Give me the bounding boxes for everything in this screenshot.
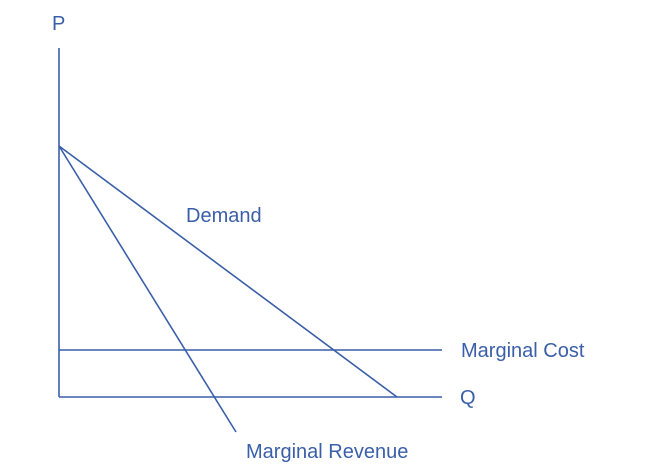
price-axis-label: P (52, 13, 65, 35)
marginal-revenue-curve (58, 145, 237, 433)
demand-label: Demand (186, 205, 262, 227)
demand-curve (58, 145, 398, 398)
quantity-axis-label: Q (460, 387, 476, 409)
marginal-revenue-label: Marginal Revenue (246, 441, 408, 463)
marginal-cost-label: Marginal Cost (461, 340, 585, 362)
